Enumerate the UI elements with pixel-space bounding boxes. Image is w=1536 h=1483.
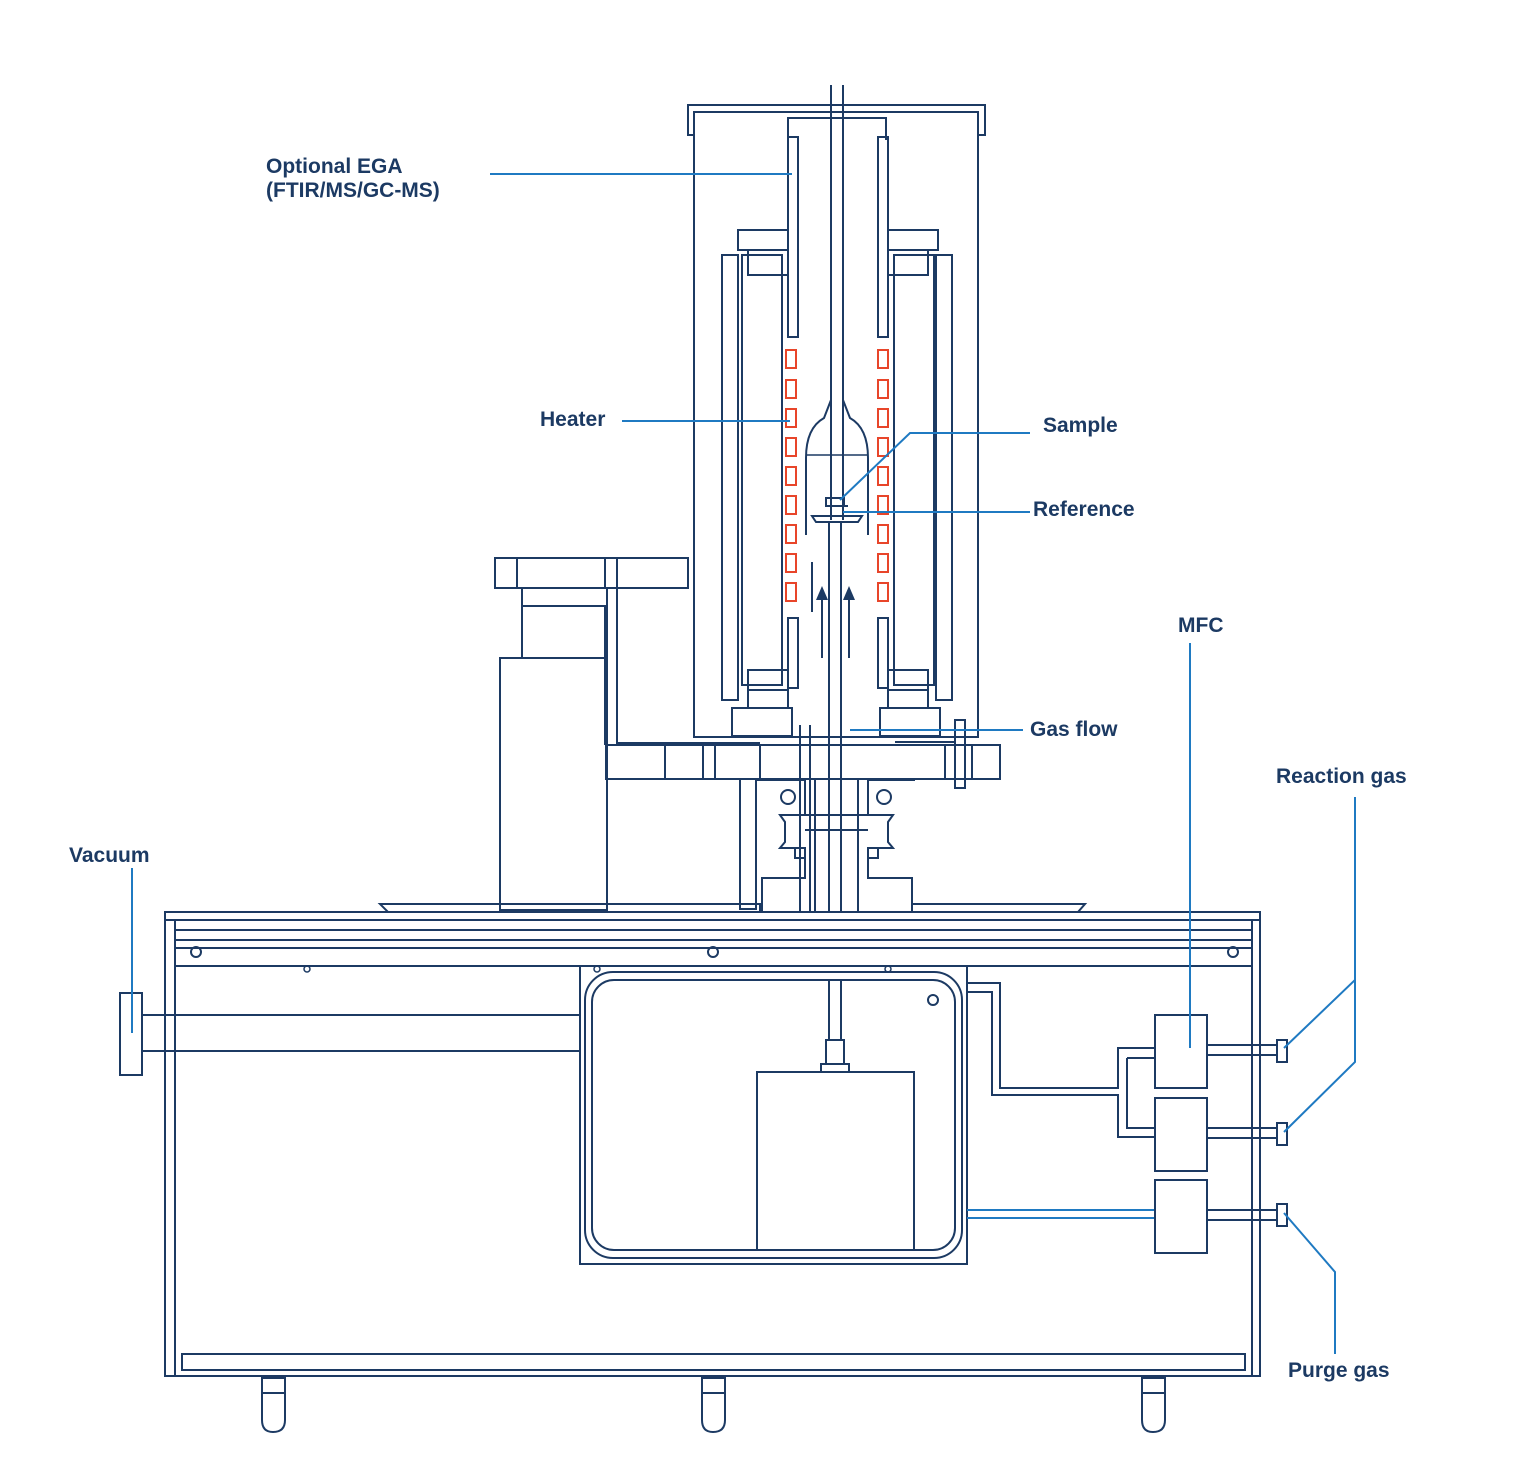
sample-label: Sample [1043, 414, 1118, 437]
balance-chamber [579, 965, 968, 1265]
ega-label: Optional EGA (FTIR/MS/GC-MS) [266, 155, 440, 203]
up-arrow-icon [811, 562, 855, 658]
furnace-assembly [687, 85, 986, 913]
coupling-block [739, 725, 915, 912]
lift-column [494, 557, 1001, 911]
ega-label-line2: (FTIR/MS/GC-MS) [266, 179, 440, 202]
vacuum-port [119, 992, 581, 1076]
heater-label: Heater [540, 408, 606, 431]
gas-lines [967, 982, 1288, 1254]
purge-gas-label: Purge gas [1288, 1359, 1390, 1382]
heater-elements [785, 349, 889, 602]
reaction-gas-label: Reaction gas [1276, 765, 1407, 788]
reference-label: Reference [1033, 498, 1135, 521]
gas-flow-label: Gas flow [1030, 718, 1118, 741]
mfc-label: MFC [1178, 614, 1224, 637]
base-cabinet [164, 903, 1261, 1434]
ega-label-line1: Optional EGA [266, 155, 403, 178]
vacuum-label: Vacuum [69, 844, 150, 867]
leader-lines [131, 173, 1356, 1354]
